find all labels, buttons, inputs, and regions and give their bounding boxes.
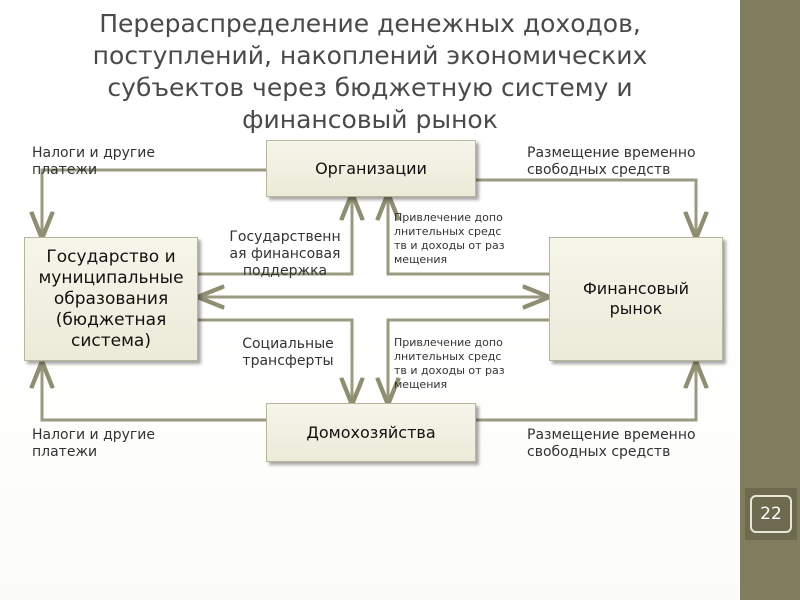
label-state-support: Государственная финансовая поддержка <box>229 229 341 279</box>
flow-arrows <box>0 168 740 422</box>
page-number: 22 <box>750 495 792 533</box>
node-households: Домохозяйства <box>266 403 476 462</box>
label-attraction-top: Привлечение дополнительных средств и дох… <box>394 211 505 266</box>
arrow-attraction-market-to-org <box>388 196 549 276</box>
label-social-transfers: Социальные трансферты <box>242 336 334 369</box>
label-attraction-bottom: Привлечение дополнительных средств и дох… <box>394 336 505 391</box>
arrow-social-transfers <box>198 318 352 402</box>
arrow-placement-households-to-market <box>476 364 696 422</box>
label-taxes-bottom: Налоги и другие платежи <box>32 427 155 460</box>
arrow-taxes-households-to-state <box>42 364 266 422</box>
arrow-attraction-market-to-households <box>388 318 549 402</box>
arrow-placement-org-to-market <box>476 178 696 236</box>
arrow-state-support <box>198 196 352 276</box>
page-number-badge: 22 <box>745 488 797 540</box>
node-organizations: Организации <box>266 140 476 197</box>
node-financial-market: Финансовый рынок <box>549 237 723 361</box>
node-state-budget-system: Государство и муниципальные образования … <box>24 237 198 361</box>
label-placement-bottom: Размещение временно свободных средств <box>527 427 696 460</box>
label-taxes-top: Налоги и другие платежи <box>32 145 155 178</box>
slide-title: Перераспределение денежных доходов, пост… <box>92 9 648 134</box>
label-placement-top: Размещение временно свободных средств <box>527 145 696 178</box>
arrow-taxes-org-to-state <box>42 168 266 236</box>
